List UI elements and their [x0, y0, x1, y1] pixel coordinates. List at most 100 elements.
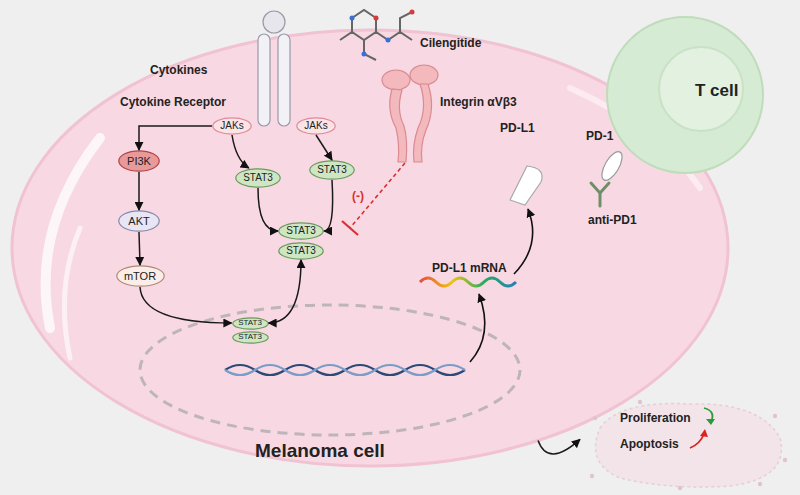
signal-arrow: [232, 135, 249, 168]
inhibition-line: [342, 163, 405, 235]
cilengitide-molecule: [362, 52, 367, 57]
cytokine-receptor: [258, 11, 290, 126]
anti-pd1-antibody: [591, 183, 600, 206]
integrin-receptor: [390, 89, 407, 162]
stat3-oval-outline: [310, 161, 354, 179]
akt-oval-outline: [119, 211, 159, 231]
inhibition-line: [342, 221, 358, 235]
translation-arrow: [514, 209, 533, 274]
receptor-label: Integrin αVβ3: [440, 96, 517, 110]
stat3-dimer-oval: STAT3: [278, 242, 324, 260]
node-label: T cell: [695, 81, 738, 101]
cilengitide-molecule: [386, 38, 391, 43]
text-holder: Cilengitide: [420, 33, 481, 51]
node-label: STAT3: [238, 319, 262, 327]
text-holder: Proliferation: [620, 408, 691, 426]
jak-oval-outline: [297, 118, 335, 134]
text-holder: (-): [352, 186, 364, 204]
pi3k-oval: PI3K: [118, 150, 160, 172]
nuclear-stat3-oval-outline: [232, 331, 267, 342]
transcription-arrow: [470, 294, 485, 362]
stat3-oval-outline: [236, 169, 280, 187]
cilengitide-molecule: [352, 10, 376, 32]
text-holder: STAT3: [235, 168, 281, 188]
jak-oval-outline: [213, 118, 251, 134]
node-label: STAT3: [238, 333, 262, 341]
text-holder: mTOR: [116, 265, 165, 287]
cytokine-receptor: [258, 34, 270, 126]
membrane-highlight: [46, 138, 100, 328]
node-label: Melanoma cell: [255, 440, 385, 462]
text-holder: STAT3: [278, 222, 324, 240]
stat3-oval: STAT3: [309, 160, 355, 180]
text-holder: anti-PD1: [588, 210, 637, 228]
text-holder: Melanoma cell: [255, 440, 385, 462]
drug-label: Cilengitide: [420, 37, 481, 51]
apoptotic-fragment: [783, 458, 787, 462]
apoptotic-fragment: [590, 474, 594, 478]
anti-pd1-antibody: [591, 183, 609, 206]
text-holder: Cytokine Receptor: [120, 92, 226, 110]
pi3k-oval-outline: [119, 151, 159, 171]
text-holder: JAKs: [296, 117, 336, 135]
cilengitide-molecule: [364, 40, 376, 60]
jak-oval: JAKs: [212, 117, 252, 135]
cilengitide-molecule: [400, 12, 412, 32]
pd-l1-protein: [510, 166, 542, 205]
text-holder: JAKs: [212, 117, 252, 135]
signal-arrow: [269, 260, 302, 323]
cilengitide-molecule: [340, 32, 412, 40]
signal-arrow: [140, 287, 232, 323]
node-label: Apoptosis: [620, 438, 679, 452]
anti-pd1-antibody: [600, 183, 609, 193]
stat3-dimer-oval-outline: [279, 243, 323, 259]
node-label: STAT3: [317, 165, 347, 175]
signal-arrow: [138, 172, 140, 210]
text-holder: Integrin αVβ3: [440, 92, 517, 110]
stat3-dimer-oval-outline: [279, 223, 323, 239]
receptor-label: Cytokine Receptor: [120, 96, 226, 110]
apoptotic-fragment: [678, 486, 682, 490]
protein-label: PD-L1: [500, 122, 535, 136]
dna-helix: [225, 365, 465, 375]
t-cell-body: [607, 17, 763, 173]
node-label: JAKs: [304, 121, 327, 131]
dna-helix: [225, 365, 465, 375]
nucleus-envelope: [140, 305, 520, 435]
decrease-arrow-head: [706, 419, 715, 425]
cilengitide-molecule: [410, 10, 415, 15]
integrin-receptor: [382, 65, 438, 162]
apoptotic-fragment: [593, 416, 597, 420]
t-cell-shape: [605, 15, 765, 175]
apoptotic-cell: ProliferationApoptosis: [580, 398, 788, 490]
antibody-label: anti-PD1: [588, 214, 637, 228]
text-holder: T cell: [695, 81, 738, 101]
membrane-highlight: [64, 228, 80, 358]
text-holder: PD-L1: [500, 118, 535, 136]
stat3-dimer-oval: STAT3: [278, 222, 324, 240]
cytokine-receptor: [278, 34, 290, 126]
signal-arrow: [538, 439, 580, 454]
signal-arrow: [324, 180, 333, 231]
text-holder: PD-1: [586, 126, 613, 144]
text-holder: STAT3: [309, 160, 355, 180]
signal-arrow: [258, 188, 278, 231]
dna-helix: [225, 365, 465, 375]
apoptotic-body: [596, 404, 782, 488]
integrin-receptor: [410, 65, 438, 85]
text-holder: Apoptosis: [620, 434, 679, 452]
ligand-label: Cytokines: [150, 64, 207, 78]
signal-arrow: [139, 126, 212, 150]
signal-arrow: [139, 232, 140, 265]
node-label: PI3K: [127, 156, 151, 167]
signal-arrow: [316, 135, 332, 160]
cilengitide-molecule: [374, 16, 379, 21]
nuclear-stat3-oval-outline: [232, 317, 267, 328]
transcript-label: PD-L1 mRNA: [432, 262, 507, 276]
jak-oval: JAKs: [296, 117, 336, 135]
text-holder: STAT3: [232, 317, 269, 330]
node-label: Proliferation: [620, 412, 691, 426]
t-cell: T cell: [605, 15, 765, 175]
nuclear-stat3-oval: STAT3: [232, 317, 269, 330]
